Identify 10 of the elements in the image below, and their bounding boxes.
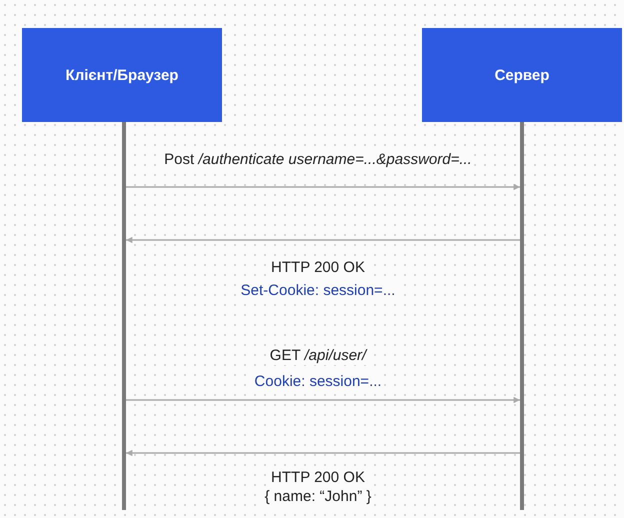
message-arrow [126, 396, 520, 404]
message-detail: { name: “John” } [262, 488, 374, 506]
edge-label: HTTP 200 OK [269, 469, 367, 487]
message-arrow [126, 184, 520, 190]
edge-label: GET /api/user/ [268, 347, 368, 365]
participant-box: Сервер [422, 28, 622, 122]
edge-label: HTTP 200 OK [269, 259, 367, 277]
message-arrow [126, 236, 520, 244]
participant-box: Клієнт/Браузер [22, 28, 222, 122]
message-arrow [126, 450, 520, 456]
